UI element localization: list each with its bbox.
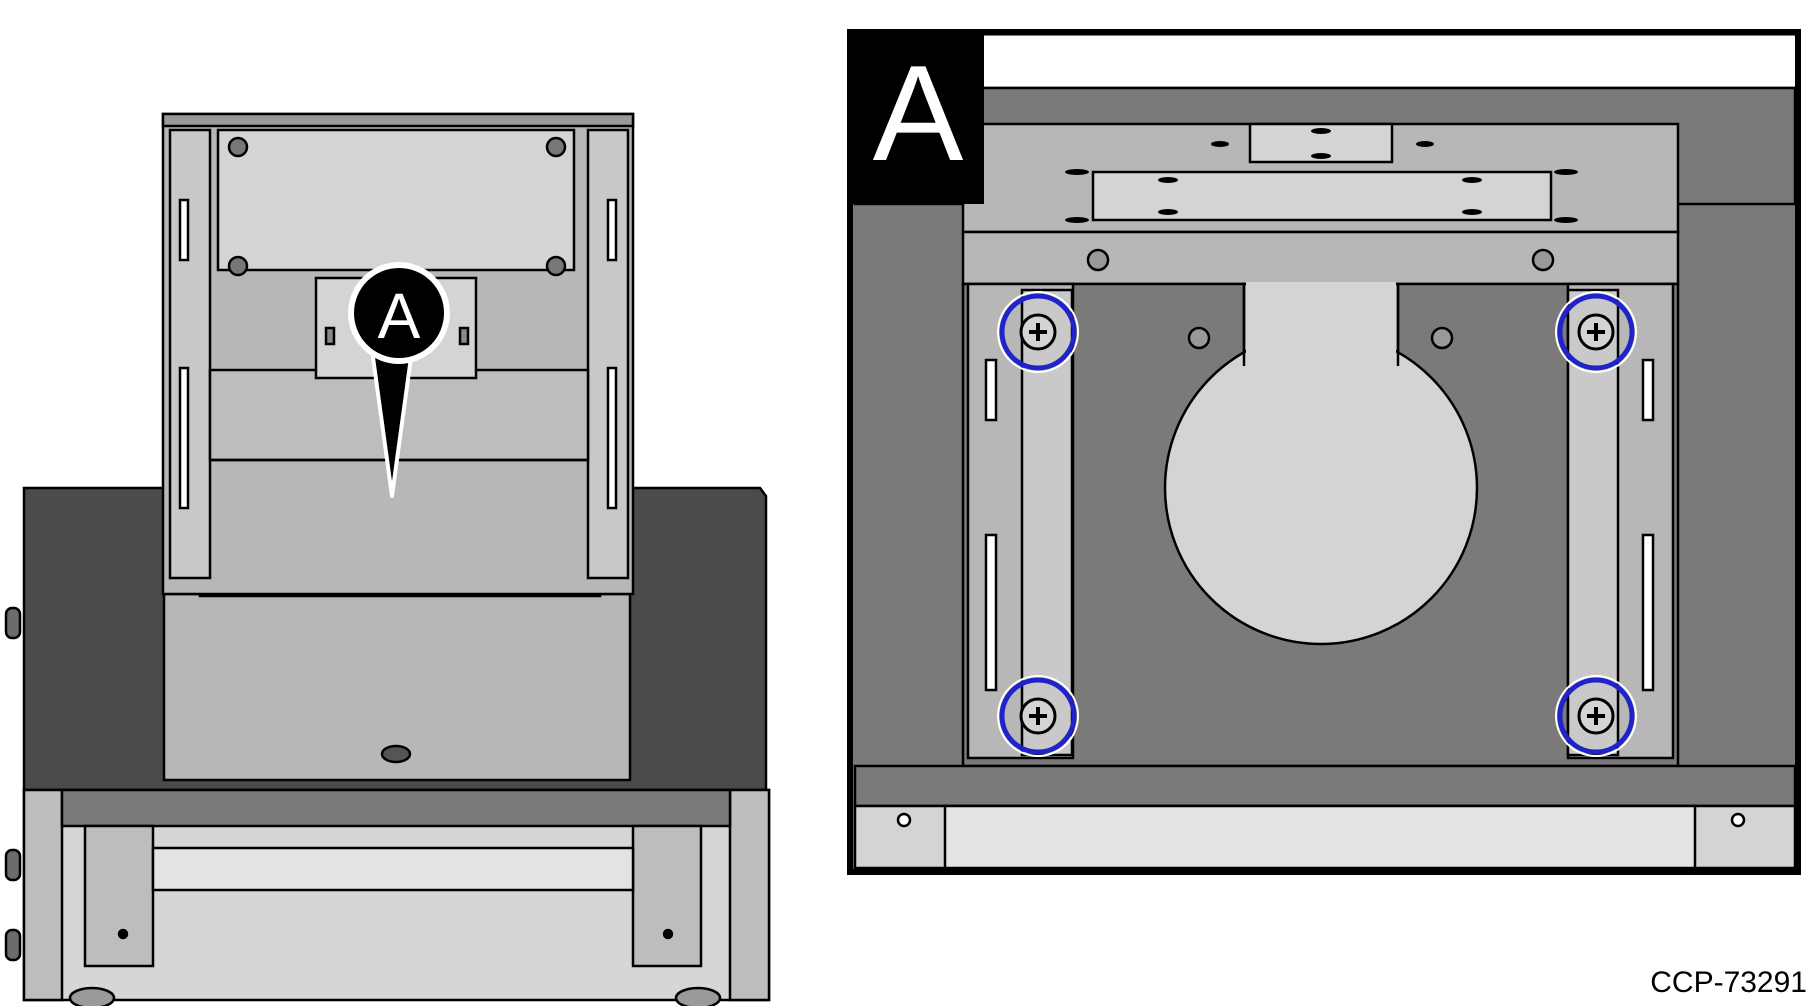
detail-view <box>847 29 1801 875</box>
phillips-screw-icon <box>1555 675 1637 757</box>
overview-illustration <box>4 112 771 1006</box>
figure-code: CCP-73291 <box>1650 966 1807 999</box>
highlighted-screws <box>997 291 1637 757</box>
cabinet-side-knobs <box>4 606 22 962</box>
detail-label-box: A <box>852 34 984 204</box>
bracket-screws <box>227 136 567 277</box>
top-bracket-plate <box>216 128 576 272</box>
detail-round-plate <box>1163 330 1479 646</box>
mount-left-rail <box>168 128 212 580</box>
mount-right-rail <box>586 128 630 580</box>
detail-cross-bar <box>961 230 1680 286</box>
detail-label: A <box>873 37 964 189</box>
overview-callout: A <box>348 262 450 498</box>
phillips-screw-icon <box>997 675 1079 757</box>
phillips-screw-icon <box>1555 291 1637 373</box>
overview-callout-label: A <box>378 280 421 352</box>
phillips-screw-icon <box>997 291 1079 373</box>
